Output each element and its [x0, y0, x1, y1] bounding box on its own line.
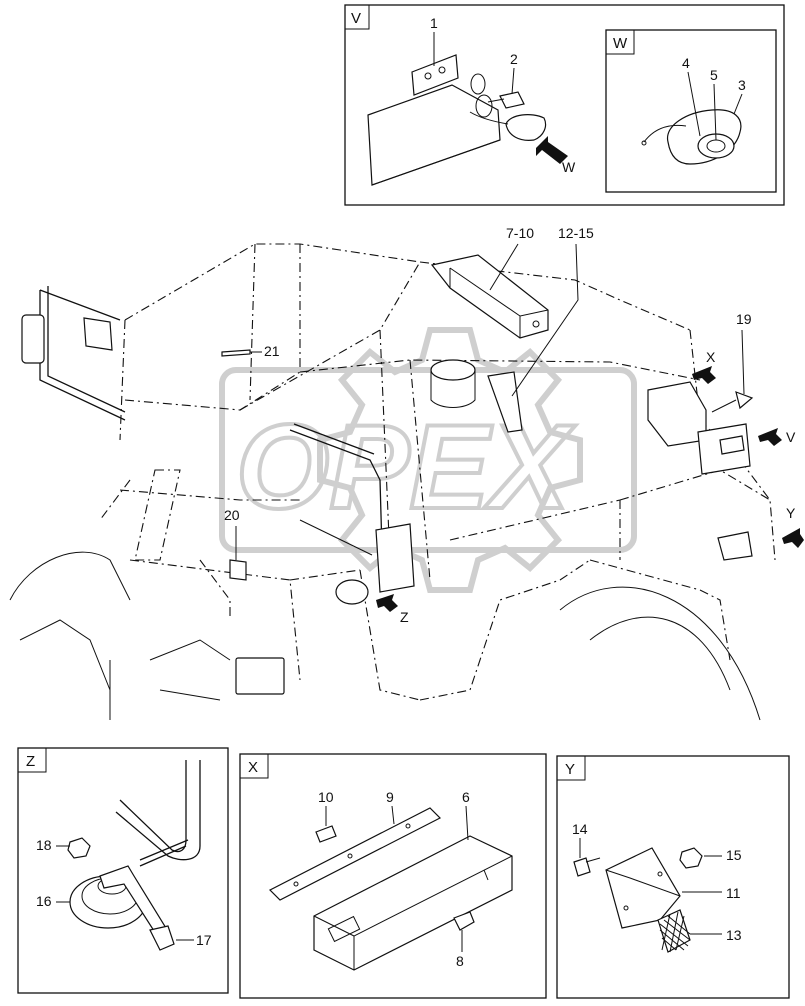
- opex-watermark-logo: OPEX: [219, 327, 637, 593]
- callout-12-15: 12-15: [558, 225, 594, 241]
- decal-part-20: [229, 559, 247, 581]
- bolt-part-14: [573, 857, 591, 877]
- callout-4: 4: [682, 55, 690, 71]
- nut-part-18: [67, 837, 91, 859]
- callout-13: 13: [726, 927, 742, 943]
- detail-box-x: X 10 9 6 8: [239, 753, 547, 999]
- detail-tag-y: Y: [565, 761, 575, 778]
- callout-7-10: 7-10: [506, 225, 534, 241]
- machine-overview: X V Y Z 19 7-10 12-15 21 20: [9, 225, 804, 721]
- view-label-x: X: [706, 349, 716, 365]
- rear-bracket-12-15: [487, 371, 523, 433]
- callout-9: 9: [386, 789, 394, 805]
- mounting-plate: [367, 84, 501, 186]
- view-label-z: Z: [400, 609, 409, 625]
- detail-tag-v: V: [351, 10, 361, 27]
- callout-3: 3: [738, 77, 746, 93]
- detail-box-z: Z 18 16 17: [17, 747, 229, 994]
- callout-5: 5: [710, 67, 718, 83]
- detail-tag-x: X: [248, 759, 258, 776]
- detail-box-w: W 4 5 3: [605, 29, 777, 193]
- view-label-y: Y: [786, 505, 796, 521]
- callout-8: 8: [456, 953, 464, 969]
- view-direction-arrow-icon: [758, 428, 782, 446]
- callout-15: 15: [726, 847, 742, 863]
- bolt-part-10: [315, 825, 337, 843]
- callout-6: 6: [462, 789, 470, 805]
- callout-11: 11: [726, 885, 741, 901]
- callout-21: 21: [264, 343, 280, 359]
- watermark-text: OPEX: [236, 400, 576, 534]
- callout-20: 20: [224, 507, 240, 523]
- callout-16: 16: [36, 893, 52, 909]
- view-label-w: W: [562, 159, 576, 175]
- detail-tag-w: W: [613, 35, 628, 52]
- callout-2: 2: [510, 51, 518, 67]
- view-direction-arrow-icon: [376, 594, 398, 612]
- view-direction-arrow-icon: [536, 136, 568, 164]
- decal-part-21: [221, 349, 251, 357]
- callout-19: 19: [736, 311, 752, 327]
- lamp-box-part-6: [313, 835, 513, 971]
- callout-10: 10: [318, 789, 334, 805]
- lamp-box-7-10: [430, 254, 549, 339]
- detail-tag-z: Z: [26, 753, 35, 770]
- callout-17: 17: [196, 932, 212, 948]
- detail-box-v: V W 1 2: [344, 4, 785, 206]
- view-label-v: V: [786, 429, 796, 445]
- nut-part-15: [679, 847, 703, 869]
- side-lamp: [505, 114, 547, 141]
- bracket-part-1: [411, 54, 459, 96]
- detail-box-y: Y 14 15 11 13: [556, 755, 790, 999]
- bolt-part-8: [453, 911, 475, 931]
- callout-18: 18: [36, 837, 52, 853]
- callout-14: 14: [572, 821, 588, 837]
- callout-1: 1: [430, 15, 438, 31]
- plate-part-9: [268, 807, 442, 901]
- bolt-part-2: [499, 91, 525, 109]
- view-direction-arrow-icon: [692, 366, 716, 384]
- bolt-part-17: [149, 925, 175, 951]
- view-direction-arrow-icon: [782, 528, 804, 548]
